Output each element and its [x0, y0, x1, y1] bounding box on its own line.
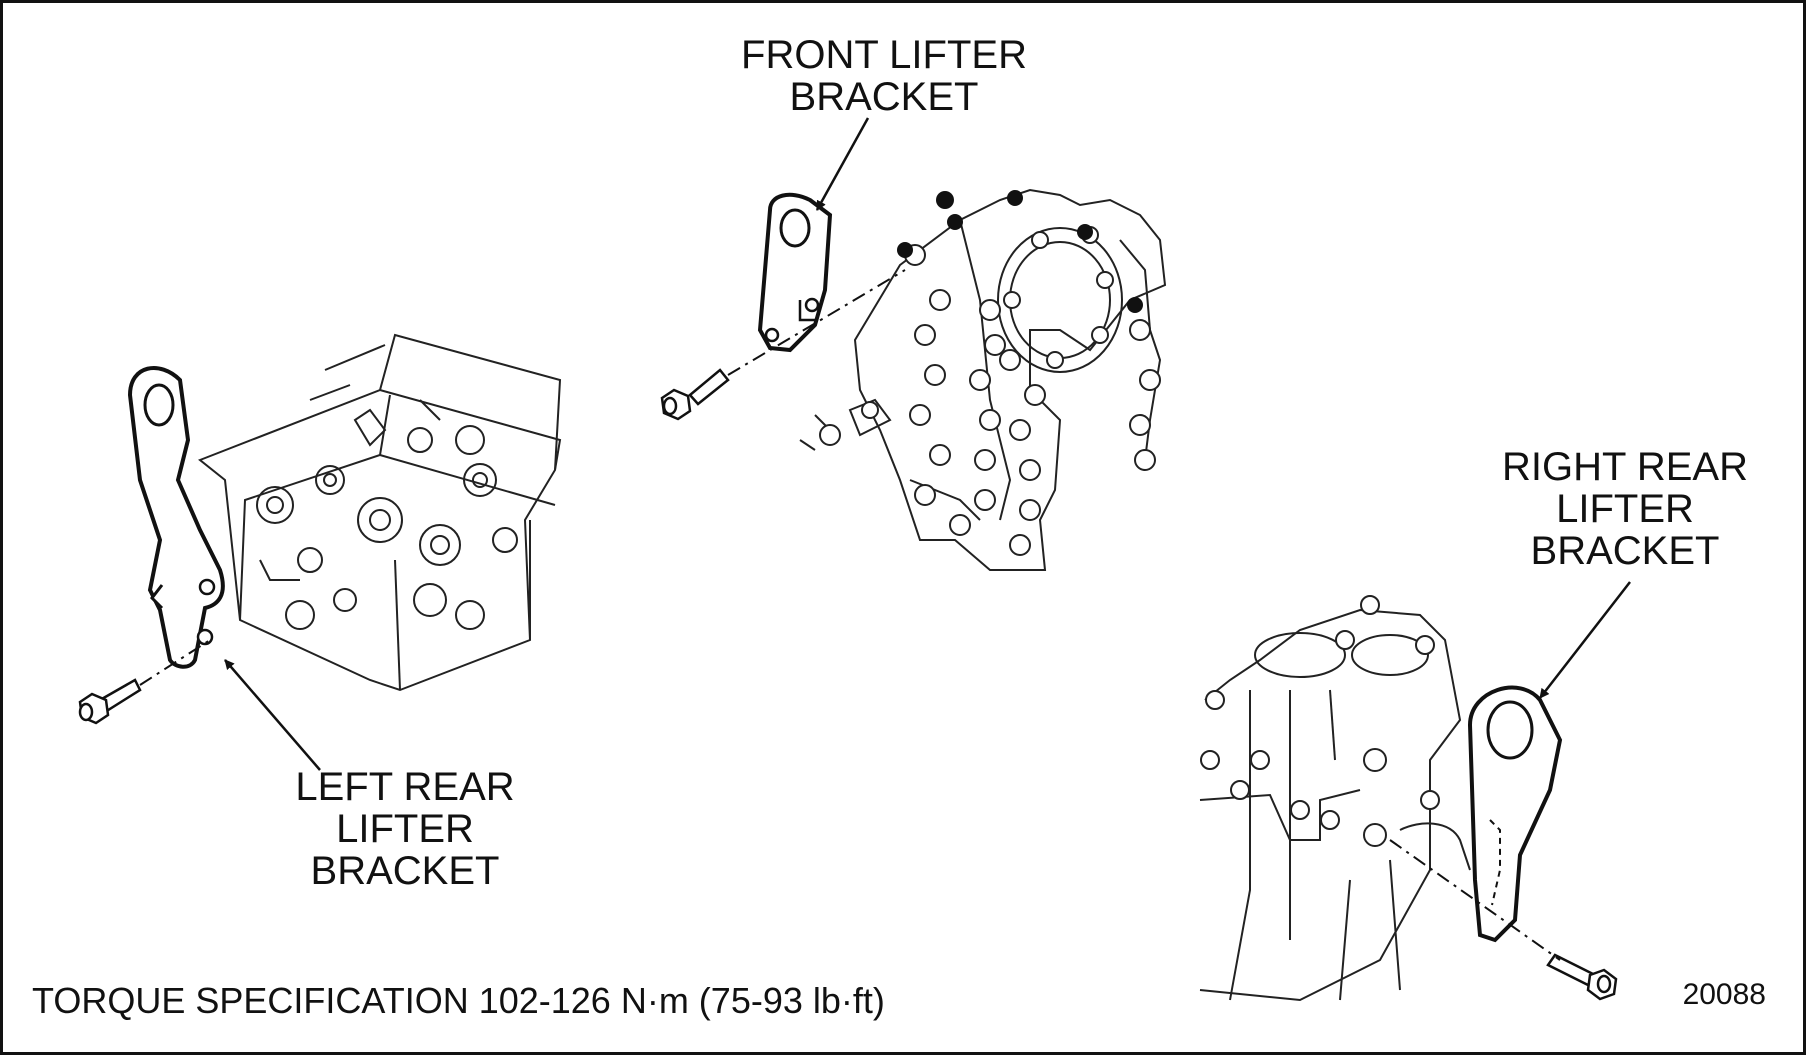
right-rear-label-line2: LIFTER: [1556, 487, 1694, 531]
front-label-line1: FRONT LIFTER: [741, 33, 1027, 77]
front-lifter-bracket-part: [757, 192, 833, 353]
left-rear-lifter-bracket-label: LEFT REAR LIFTER BRACKET: [265, 766, 545, 892]
left-bolt-part: [78, 678, 142, 725]
front-gear-case-black-bolts: [897, 190, 1143, 313]
front-bolt-centerline: [727, 269, 906, 376]
right-rear-label-line1: RIGHT REAR: [1502, 445, 1748, 489]
right-rear-label-line3: BRACKET: [1530, 529, 1720, 573]
right-rear-callout-arrow: [1539, 581, 1631, 699]
right-block-bosses: [1200, 595, 1440, 847]
right-cylinder-block-drawing: [1199, 608, 1471, 1002]
right-rear-lifter-bracket-label: RIGHT REAR LIFTER BRACKET: [1480, 446, 1770, 572]
right-rear-lifter-bracket-part: [1467, 685, 1563, 943]
figure-number: 20088: [1682, 978, 1766, 1011]
left-rear-callout-arrow: [224, 659, 321, 771]
left-rear-label-line2: LIFTER: [336, 807, 474, 851]
torque-specification: TORQUE SPECIFICATION 102-126 N·m (75-93 …: [32, 980, 885, 1021]
front-callout-arrow: [815, 117, 870, 211]
left-rear-lifter-bracket-part: [127, 366, 225, 669]
left-rear-label-line1: LEFT REAR: [295, 765, 515, 809]
front-bolt-part: [660, 368, 730, 421]
right-bolt-part: [1546, 953, 1618, 1001]
left-bolt-centerline: [139, 639, 211, 686]
right-bolt-centerline: [1389, 839, 1561, 961]
left-cylinder-head-drawing: [198, 333, 562, 692]
front-label-line2: BRACKET: [789, 75, 979, 119]
front-lifter-bracket-label: FRONT LIFTER BRACKET: [724, 34, 1044, 118]
left-rear-label-line3: BRACKET: [310, 849, 500, 893]
